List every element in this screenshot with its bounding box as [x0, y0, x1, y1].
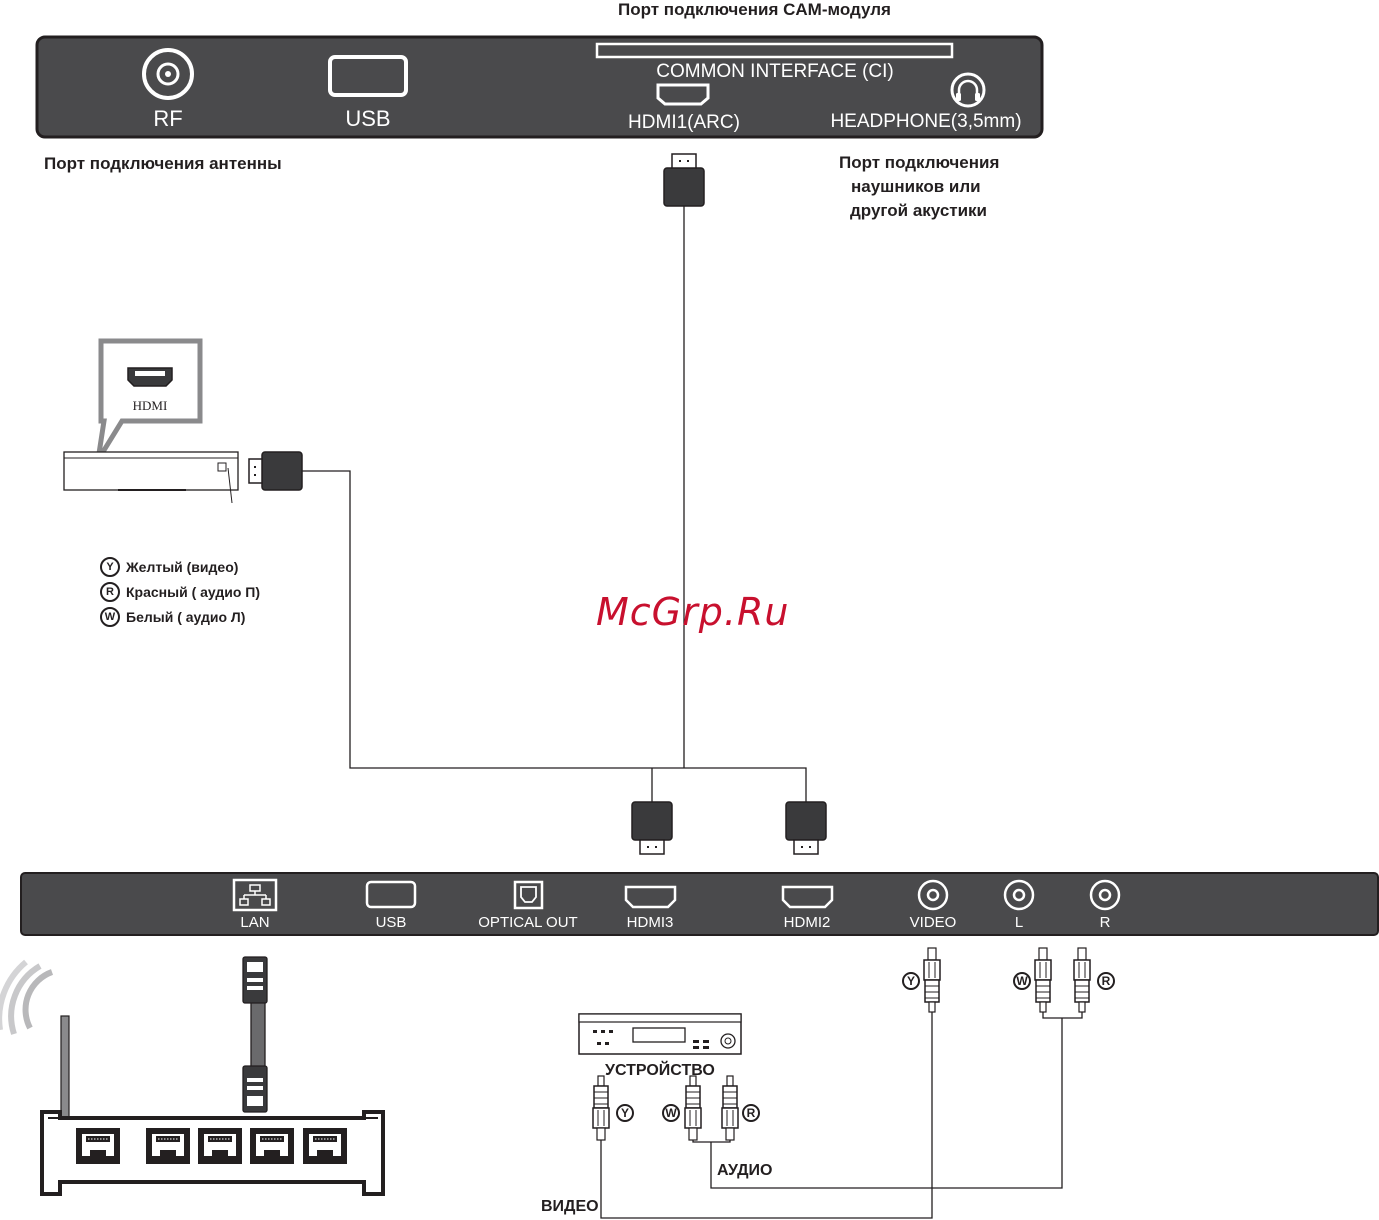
hdmi2-label: HDMI2 [784, 914, 831, 931]
wifi-router [0, 959, 385, 1196]
hdmi2-port-icon [781, 885, 834, 909]
rca-plug-video-device [592, 1075, 610, 1141]
cam-port-callout: Порт подключения CAM-модуля [618, 0, 891, 19]
hdmi1-port-icon [656, 83, 710, 106]
ci-slot-icon [595, 42, 954, 59]
legend-red: R Красный ( аудио П) [100, 582, 260, 602]
rca-plug-video-tv [923, 947, 941, 1013]
hdmi3-cable-plug [631, 801, 673, 855]
audio-label: АУДИО [717, 1162, 773, 1179]
router-port-3 [197, 1127, 243, 1165]
code-w-tv: W [1016, 974, 1028, 988]
bottom-usb-port-icon [365, 880, 417, 909]
video-cable-label: ВИДЕО [541, 1198, 599, 1215]
hdmi3-label: HDMI3 [627, 914, 674, 931]
headphone-label: HEADPHONE(3,5mm) [830, 111, 1021, 132]
lan-port-icon [232, 878, 278, 912]
legend-white: W Белый ( аудио Л) [100, 607, 245, 627]
code-r-tv: R [1102, 974, 1111, 988]
rf-port-icon [142, 48, 194, 100]
usb-port-icon [328, 55, 408, 97]
legend-code-r: R [100, 582, 120, 602]
watermark: McGrp.Ru [596, 590, 790, 634]
headphone-icon [950, 72, 986, 108]
antenna-port-callout: Порт подключения антенны [44, 154, 282, 173]
lan-label: LAN [240, 914, 269, 931]
audio-r-label: R [1100, 914, 1111, 931]
hdmi2-cable-plug [785, 801, 827, 855]
optical-label: OPTICAL OUT [478, 914, 577, 931]
video-label: VIDEO [910, 914, 957, 931]
legend-code-y: Y [100, 557, 120, 577]
optical-port-icon [513, 880, 544, 910]
code-y-device: Y [621, 1106, 629, 1120]
video-jack-icon [917, 879, 949, 911]
top-usb-label: USB [345, 106, 390, 131]
hdmi-source-device: HDMI [63, 338, 239, 504]
headphone-port-callout-line1: Порт подключения [839, 153, 1000, 172]
wiring [302, 206, 1083, 1219]
router-port-4 [249, 1127, 295, 1165]
av-device [578, 1013, 742, 1055]
router-port-5 [302, 1127, 348, 1165]
source-hdmi-plug [248, 451, 303, 491]
audio-l-jack-icon [1003, 879, 1035, 911]
rca-plug-red-tv [1073, 947, 1091, 1013]
audio-l-label: L [1015, 914, 1023, 931]
ci-label: COMMON INTERFACE (CI) [656, 61, 894, 82]
lan-cable [242, 956, 268, 1113]
bottom-usb-label: USB [376, 914, 407, 931]
top-tv-panel: RF USB COMMON INTERFACE (CI) HDMI1(ARC) … [35, 35, 1044, 139]
legend-text-red: Красный ( аудио П) [126, 584, 261, 600]
legend-text-yellow: Желтый (видео) [126, 559, 239, 575]
code-r-device: R [747, 1106, 756, 1120]
rf-label: RF [153, 106, 182, 131]
legend-text-white: Белый ( аудио Л) [126, 609, 246, 625]
hdmi3-port-icon [624, 885, 677, 909]
audio-r-jack-icon [1089, 879, 1121, 911]
code-w-device: W [665, 1106, 677, 1120]
bottom-tv-panel: LAN USB OPTICAL OUT HDMI3 HDMI2 VIDEO L [20, 872, 1379, 936]
hdmi1-label: HDMI1(ARC) [628, 112, 740, 133]
rca-plug-white-device [684, 1075, 702, 1141]
hdmi1-cable-plug [663, 153, 705, 207]
router-port-2 [145, 1127, 191, 1165]
wifi-signal-icon [22, 969, 54, 1030]
hdmi-port-icon [127, 367, 173, 387]
bubble-hdmi-label: HDMI [133, 398, 168, 413]
rca-plug-red-device [721, 1075, 739, 1141]
headphone-port-callout-line2: наушников или [851, 177, 981, 196]
legend-yellow: Y Желтый (видео) [100, 557, 238, 577]
headphone-port-callout-line3: другой акустики [850, 201, 988, 220]
legend-code-w: W [100, 607, 120, 627]
code-y-tv: Y [907, 974, 915, 988]
rca-plug-white-tv [1034, 947, 1052, 1013]
router-port-1 [75, 1127, 121, 1165]
device-label: УСТРОЙСТВО [605, 1062, 715, 1079]
